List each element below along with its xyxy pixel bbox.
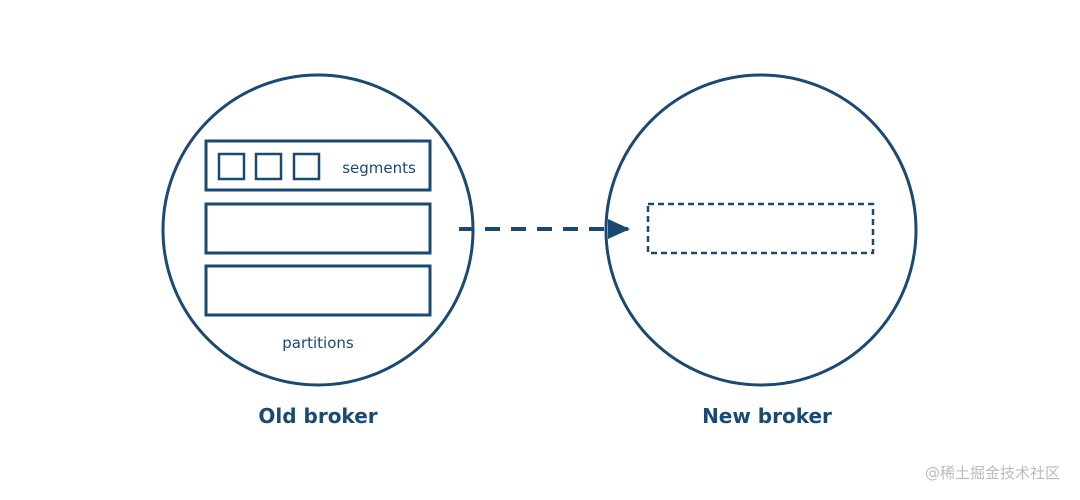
- old-broker-label: Old broker: [258, 404, 377, 428]
- new-broker: [604, 73, 918, 387]
- segment-box: [217, 152, 246, 181]
- partition-with-segments: [204, 139, 432, 192]
- segment-box: [254, 152, 283, 181]
- new-broker-label: New broker: [702, 404, 832, 428]
- old-broker: segments partitions: [161, 73, 475, 387]
- partition-box: [204, 202, 432, 255]
- partitions-label: partitions: [282, 334, 354, 352]
- segment-box: [292, 152, 321, 181]
- new-broker-circle: [604, 73, 918, 387]
- watermark-text: @稀土掘金技术社区: [925, 464, 1060, 482]
- segments-label: segments: [342, 159, 416, 177]
- partition-box: [204, 264, 432, 317]
- new-partition-placeholder: [646, 202, 875, 255]
